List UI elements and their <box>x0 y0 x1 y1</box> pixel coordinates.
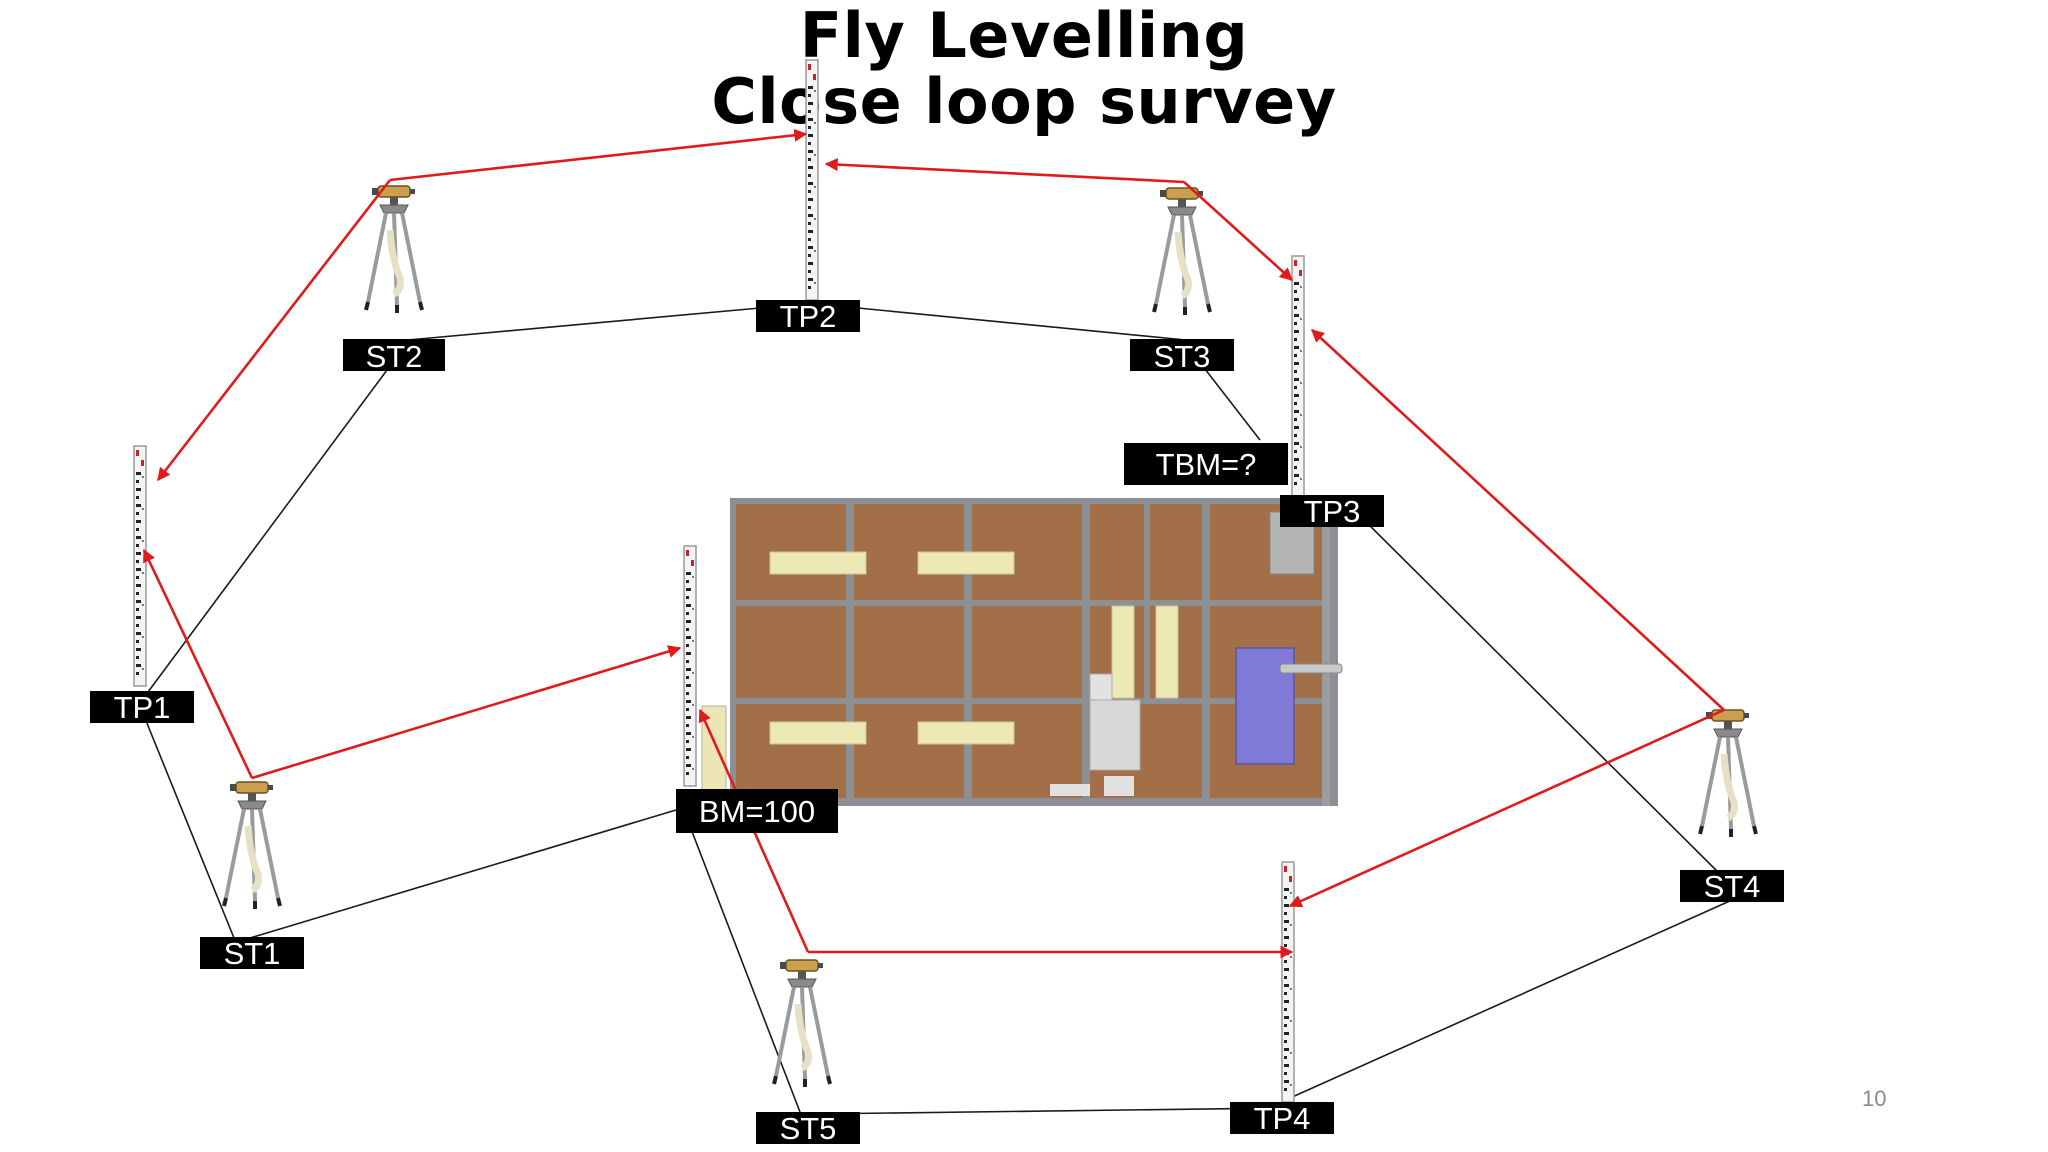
label-st1: ST1 <box>200 936 304 971</box>
label-st3-text: ST3 <box>1154 339 1211 374</box>
label-tbm-text: TBM=? <box>1156 447 1257 482</box>
label-tp4: TP4 <box>1230 1101 1334 1136</box>
slide-title: Fly Levelling <box>799 0 1249 72</box>
label-st4: ST4 <box>1680 869 1784 904</box>
label-st5-text: ST5 <box>780 1111 837 1146</box>
label-tp1-text: TP1 <box>114 690 171 725</box>
label-st2-text: ST2 <box>366 339 423 374</box>
level-st1-icon <box>224 782 280 909</box>
label-tp4-text: TP4 <box>1254 1101 1311 1136</box>
label-tp3: TP3 <box>1280 494 1384 529</box>
ground-lines <box>139 307 1733 1115</box>
label-st5: ST5 <box>756 1111 860 1146</box>
label-tp2-text: TP2 <box>780 299 837 334</box>
label-st3: ST3 <box>1130 339 1234 374</box>
staff-bm-icon <box>683 545 697 787</box>
building-floor-plan <box>701 498 1343 806</box>
label-tp1: TP1 <box>90 690 194 725</box>
label-bm-text: BM=100 <box>699 794 815 829</box>
page-number: 10 <box>1862 1086 1887 1111</box>
level-st2-icon <box>366 186 422 313</box>
label-tp2: TP2 <box>756 299 860 334</box>
label-bm: BM=100 <box>676 789 838 833</box>
staff-tp2-icon <box>805 59 819 301</box>
staff-tp1-icon <box>133 445 147 687</box>
staff-tp4-icon <box>1281 861 1295 1103</box>
label-tp3-text: TP3 <box>1304 494 1361 529</box>
label-st2: ST2 <box>343 339 445 374</box>
label-st4-text: ST4 <box>1704 869 1761 904</box>
level-st3-icon <box>1154 188 1210 315</box>
label-tbm: TBM=? <box>1124 443 1288 485</box>
staff-tp3-icon <box>1291 255 1305 497</box>
level-st4-icon <box>1700 710 1756 837</box>
label-st1-text: ST1 <box>224 936 281 971</box>
